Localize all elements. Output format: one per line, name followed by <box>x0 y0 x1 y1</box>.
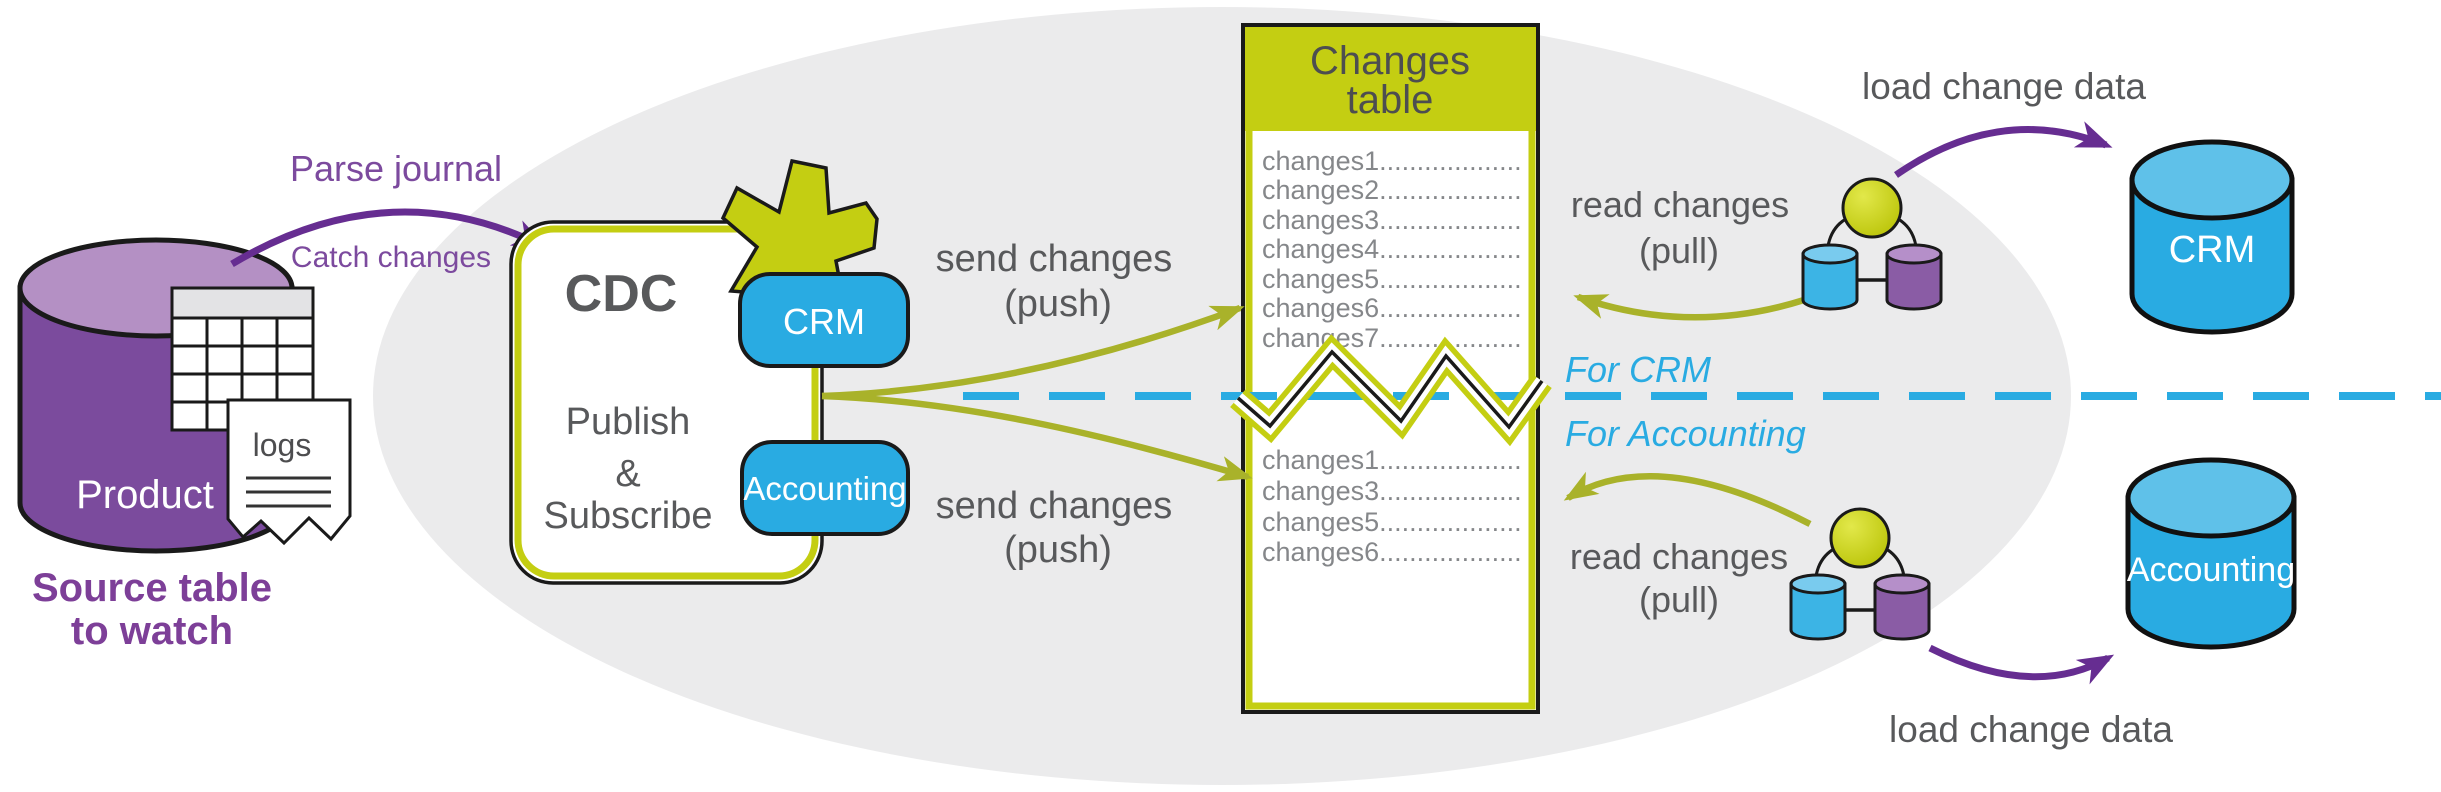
catch-changes-label: Catch changes <box>291 241 491 274</box>
load-bottom-label: load change data <box>1889 709 2173 750</box>
pull-arrow-accounting <box>1563 471 1812 527</box>
source-database-group: Product logs Source table to watch <box>17 237 352 653</box>
accounting-database-group: Accounting <box>2125 457 2297 650</box>
table-row: changes3................... <box>1262 205 1522 235</box>
cdc-box-border <box>509 220 824 585</box>
table-row: changes6................... <box>1262 293 1522 323</box>
push-top-label-line2: (push) <box>1004 283 1112 325</box>
publication-badge-accounting-label: Accounting <box>743 470 906 507</box>
pull-arrows <box>1563 293 1812 527</box>
logs-label: logs <box>253 427 312 463</box>
cdc-role-line1: Publish <box>566 401 691 443</box>
push-arrow-crm <box>821 304 1245 400</box>
pull-bottom-label-line2: (pull) <box>1639 579 1719 620</box>
parse-journal-label: Parse journal <box>290 148 502 189</box>
parse-journal-arrow <box>230 208 549 268</box>
changes-table-border <box>1241 23 1540 714</box>
load-arrow-accounting <box>1928 644 2115 685</box>
cdc-role-line3: Subscribe <box>544 495 713 537</box>
table-tear-zigzag <box>1230 334 1552 447</box>
table-row: changes4................... <box>1262 234 1522 264</box>
source-caption-line2: to watch <box>71 609 233 653</box>
table-row: changes5................... <box>1262 507 1522 537</box>
load-arrow-crm <box>1894 121 2113 178</box>
table-row: changes3................... <box>1262 476 1522 506</box>
changes-table-title-line1: Changes <box>1310 39 1470 83</box>
pull-arrow-crm <box>1573 293 1805 321</box>
cdc-box-group: CDC Publish & Subscribe CRM Accounting <box>509 158 910 585</box>
parse-journal-group: Parse journal Catch changes <box>230 148 549 274</box>
load-top-label: load change data <box>1862 66 2146 107</box>
publication-badge-crm-label: CRM <box>783 301 865 342</box>
push-arrows <box>821 304 1253 482</box>
crm-database-group: CRM <box>2129 139 2295 335</box>
pull-top-label-line1: read changes <box>1571 184 1789 225</box>
table-row: changes2................... <box>1262 175 1522 205</box>
table-row: changes1................... <box>1262 445 1522 475</box>
publication-badge-accounting: Accounting <box>740 440 910 536</box>
push-top-label-line1: send changes <box>936 238 1173 280</box>
push-arrow-accounting <box>821 392 1253 482</box>
table-row: changes6................... <box>1262 537 1522 567</box>
changes-table-header <box>1243 25 1538 131</box>
pull-bottom-label-line1: read changes <box>1570 536 1788 577</box>
publication-badge-crm: CRM <box>738 272 910 368</box>
push-bottom-label-line1: send changes <box>936 485 1173 527</box>
pull-top-label-line2: (pull) <box>1639 230 1719 271</box>
table-row: changes7................... <box>1262 323 1522 353</box>
partition-bottom-label: For Accounting <box>1565 413 1806 454</box>
accounting-database-label: Accounting <box>2127 551 2295 589</box>
source-caption-line1: Source table <box>32 566 272 610</box>
partition-top-label: For CRM <box>1565 349 1711 390</box>
push-bottom-label-line2: (push) <box>1004 529 1112 571</box>
table-row: changes5................... <box>1262 264 1522 294</box>
cdc-role-line2: & <box>615 453 640 495</box>
changes-table-group: Changes table changes1..................… <box>1241 23 1540 714</box>
crm-database-label: CRM <box>2169 229 2256 271</box>
changes-table-title-line2: table <box>1347 78 1434 122</box>
logs-document-icon: logs <box>226 398 352 546</box>
source-database-label: Product <box>76 473 214 517</box>
table-row: changes1................... <box>1262 146 1522 176</box>
cdc-title: CDC <box>565 265 678 323</box>
